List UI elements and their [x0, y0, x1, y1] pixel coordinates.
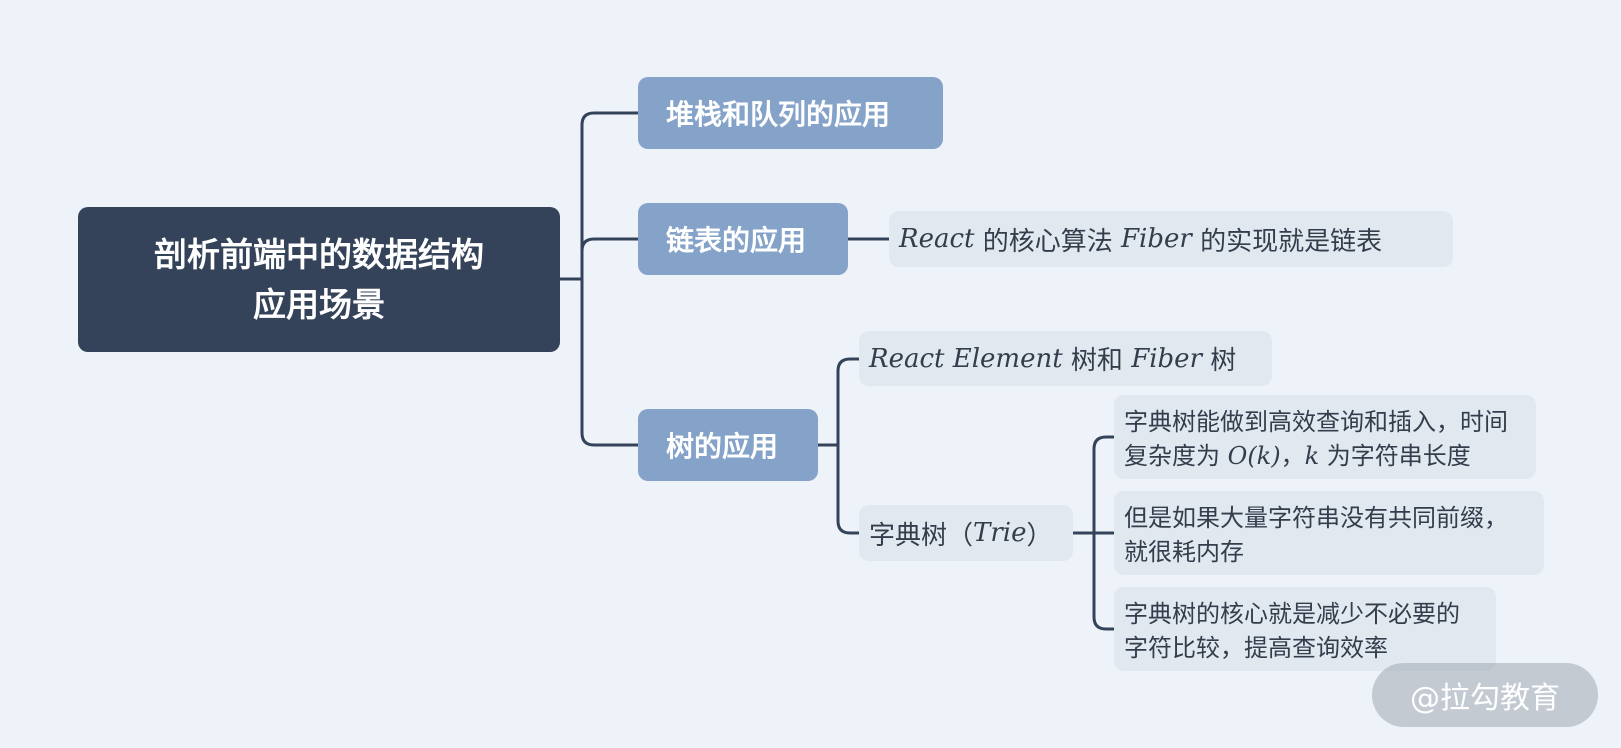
branch-label: 堆栈和队列的应用 [666, 98, 891, 131]
connector-branch-linkedlist [580, 237, 638, 279]
leaf-italic: React Element [869, 343, 1063, 374]
leaf-trie-core[interactable]: 字典树的核心就是减少不必要的 字符比较，提高查询效率 [1114, 587, 1496, 671]
connector-branch-tree [580, 279, 638, 447]
watermark-logo: @拉勾教育 [1372, 663, 1598, 727]
branch-label: 树的应用 [666, 430, 779, 463]
root-title-line1: 剖析前端中的数据结构 [154, 234, 484, 274]
leaf-react-element-tree[interactable]: React Element 树和 Fiber 树 [859, 331, 1272, 386]
leaf-italic: k [1304, 442, 1320, 470]
leaf-text: 树和 [1062, 346, 1132, 376]
connector-tree-elem [836, 357, 859, 445]
leaf-text: 字典树（ [869, 520, 974, 551]
root-node[interactable]: 剖析前端中的数据结构 应用场景 [78, 207, 560, 352]
branch-tree[interactable]: 树的应用 [638, 409, 818, 481]
leaf-text: 的实现就是链表 [1191, 226, 1383, 257]
leaf-italic: O(k) [1227, 442, 1281, 470]
connector-tree-trie [836, 445, 859, 535]
leaf-text: 复杂度为 [1124, 442, 1228, 470]
leaf-italic: Fiber [1131, 343, 1203, 374]
leaf-line: 复杂度为 O(k)，k 为字符串长度 [1124, 439, 1526, 473]
leaf-line: 就很耗内存 [1124, 538, 1244, 566]
branch-stacks-queues[interactable]: 堆栈和队列的应用 [638, 77, 943, 149]
leaf-italic: Trie [973, 518, 1027, 548]
leaf-trie-efficiency[interactable]: 字典树能做到高效查询和插入，时间 复杂度为 O(k)，k 为字符串长度 [1114, 395, 1536, 479]
leaf-text: ， [1280, 442, 1305, 470]
leaf-text: 为字符串长度 [1319, 442, 1471, 470]
branch-linked-list[interactable]: 链表的应用 [638, 203, 848, 275]
leaf-trie[interactable]: 字典树（ Trie ） [859, 505, 1073, 561]
leaf-line: 但是如果大量字符串没有共同前缀， [1124, 504, 1508, 532]
connector-trie-m1 [1092, 435, 1114, 533]
leaf-text: 树 [1202, 346, 1237, 376]
leaf-italic: Fiber [1121, 224, 1192, 254]
leaf-line: 字典树能做到高效查询和插入，时间 [1124, 408, 1508, 436]
leaf-fiber-linked-list[interactable]: React 的核心算法 Fiber 的实现就是链表 [889, 211, 1453, 267]
leaf-text: 的核心算法 [974, 226, 1122, 257]
connector-trie-m3 [1092, 533, 1114, 631]
connector-branch-stacks [580, 111, 638, 279]
leaf-line: 字典树的核心就是减少不必要的 [1124, 600, 1460, 628]
root-title-line2: 应用场景 [253, 284, 385, 324]
leaf-line: 字符比较，提高查询效率 [1124, 634, 1388, 662]
leaf-italic: React [899, 224, 975, 254]
branch-label: 链表的应用 [666, 224, 807, 257]
leaf-trie-memory[interactable]: 但是如果大量字符串没有共同前缀， 就很耗内存 [1114, 491, 1544, 575]
leaf-text: ） [1026, 520, 1053, 551]
